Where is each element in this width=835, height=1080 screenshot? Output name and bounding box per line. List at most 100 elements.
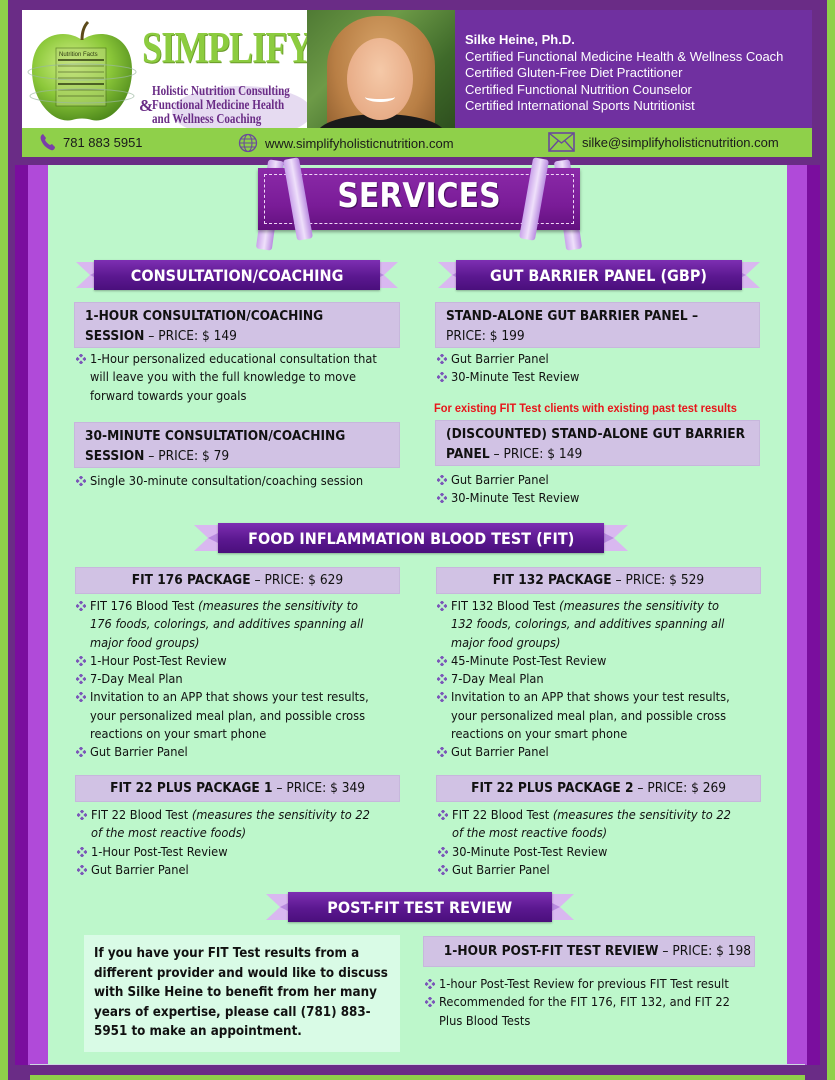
envelope-icon: [548, 132, 575, 152]
package-name: 30-MINUTE CONSULTATION/COACHING: [85, 429, 346, 444]
portrait-shoulders: [317, 114, 445, 128]
bio-credential: Certified International Sports Nutrition…: [465, 98, 695, 113]
diamond-bullet-icon: [438, 864, 448, 875]
brand-name: SIMPLIFY: [142, 23, 307, 72]
list-item: Gut Barrier Panel: [438, 861, 752, 879]
package-name: PANEL: [446, 447, 490, 462]
package-name: FIT 176 PACKAGE: [131, 573, 251, 588]
bio-credential: Certified Functional Medicine Health & W…: [465, 48, 784, 64]
list-item: Single 30-minute consultation/coaching s…: [76, 472, 384, 490]
list-item: Gut Barrier Panel: [437, 743, 751, 761]
list-item: FIT 22 Blood Test (measures the sensitiv…: [438, 806, 752, 824]
diamond-bullet-icon: [76, 655, 86, 666]
diamond-bullet-icon: [437, 493, 447, 504]
services-dashed-border: [264, 174, 574, 224]
package-name: STAND-ALONE GUT BARRIER PANEL –: [446, 309, 699, 324]
bullet-list: FIT 132 Blood Test (measures the sensiti…: [437, 597, 751, 762]
price-box-fit-22-plus-2: FIT 22 PLUS PACKAGE 2 – PRICE: $ 269: [436, 775, 761, 802]
diamond-bullet-icon: [437, 655, 447, 666]
list-item-continuation: forward towards your goals: [90, 388, 247, 403]
list-item-continuation: will leave you with the full knowledge t…: [90, 370, 357, 385]
list-item: 1-Hour Post-Test Review: [76, 652, 390, 670]
section-title: GUT BARRIER PANEL (GBP): [490, 265, 708, 285]
package-name: FIT 132 PACKAGE: [492, 573, 612, 588]
list-item: 7-Day Meal Plan: [437, 670, 751, 688]
list-item: Invitation to an APP that shows your tes…: [437, 688, 751, 706]
list-item: FIT 132 Blood Test (measures the sensiti…: [437, 597, 751, 615]
section-title: FOOD INFLAMMATION BLOOD TEST (FIT): [247, 528, 575, 548]
diamond-bullet-icon: [438, 810, 448, 820]
phone-icon: [40, 134, 55, 151]
list-item: Recommended for the FIT 176, FIT 132, an…: [425, 993, 752, 1011]
section-ribbon-bar: FOOD INFLAMMATION BLOOD TEST (FIT): [218, 523, 604, 553]
portrait-smile: [365, 92, 395, 102]
price-box-fit-176: FIT 176 PACKAGE – PRICE: $ 629: [75, 567, 400, 594]
list-item-continuation: your personalized meal plan, and possibl…: [90, 708, 366, 723]
package-name: FIT 22 PLUS PACKAGE 1: [110, 781, 273, 796]
package-name: SESSION: [85, 449, 145, 464]
price-box-30min-consultation: 30-MINUTE CONSULTATION/COACHING SESSION …: [74, 422, 400, 468]
list-item: FIT 22 Blood Test (measures the sensitiv…: [77, 806, 391, 824]
bottom-band: [30, 1064, 805, 1075]
page-title: SERVICES: [337, 176, 501, 216]
section-title: CONSULTATION/COACHING: [130, 265, 344, 285]
package-price: – PRICE: $ 149: [148, 329, 237, 344]
package-price: – PRICE: $ 149: [493, 447, 583, 462]
bullet-list: 1-hour Post-Test Review for previous FIT…: [425, 975, 752, 1030]
bullet-list: FIT 176 Blood Test (measures the sensiti…: [76, 597, 390, 762]
email-link[interactable]: silke@simplifyholisticnutrition.com: [582, 134, 779, 150]
price-box-post-fit-review: 1-HOUR POST-FIT TEST REVIEW – PRICE: $ 1…: [423, 936, 755, 967]
list-item: 30-Minute Test Review: [437, 368, 589, 386]
package-price: – PRICE: $ 269: [637, 781, 726, 796]
svg-text:Nutrition Facts: Nutrition Facts: [59, 52, 98, 58]
brand-logo: Nutrition Facts SIMPLIFY & Holistic Nutr…: [22, 10, 307, 128]
bullet-list: Single 30-minute consultation/coaching s…: [76, 472, 384, 490]
package-price: – PRICE: $ 198: [662, 944, 752, 959]
bullet-list: FIT 22 Blood Test (measures the sensitiv…: [438, 806, 752, 879]
website-link[interactable]: www.simplifyholisticnutrition.com: [265, 135, 454, 151]
bullet-list: 1-Hour personalized educational consulta…: [76, 350, 398, 405]
post-fit-callout: If you have your FIT Test results from a…: [84, 935, 400, 1052]
diamond-bullet-icon: [437, 354, 447, 364]
price-box-fit-132: FIT 132 PACKAGE – PRICE: $ 529: [436, 567, 761, 594]
list-item-continuation: major food groups): [451, 635, 561, 650]
contact-email[interactable]: silke@simplifyholisticnutrition.com: [548, 132, 779, 152]
list-item: 45-Minute Post-Test Review: [437, 652, 751, 670]
section-header-consultation: CONSULTATION/COACHING: [76, 260, 398, 290]
diamond-bullet-icon: [438, 846, 448, 857]
diamond-bullet-icon: [76, 674, 86, 685]
package-name: SESSION: [85, 329, 145, 344]
bullet-list: FIT 22 Blood Test (measures the sensitiv…: [77, 806, 391, 879]
package-price: – PRICE: $ 529: [615, 573, 705, 588]
section-header-post-fit: POST-FIT TEST REVIEW: [266, 892, 574, 922]
list-item-continuation: your personalized meal plan, and possibl…: [451, 708, 727, 723]
list-item: Gut Barrier Panel: [77, 861, 391, 879]
left-stripe-dark: [15, 165, 28, 1065]
tagline-line: Functional Medicine Health: [152, 97, 285, 112]
bio-credential: Certified Functional Nutrition Counselor: [465, 81, 692, 97]
list-item-continuation: 132 foods, colorings, and additives span…: [451, 617, 725, 632]
diamond-bullet-icon: [437, 674, 447, 685]
portrait-photo: [307, 10, 455, 128]
list-item: 30-Minute Post-Test Review: [438, 843, 752, 861]
left-stripe-light: [28, 165, 48, 1065]
list-item-continuation: reactions on your smart phone: [451, 727, 628, 742]
list-item: Invitation to an APP that shows your tes…: [76, 688, 390, 706]
package-price: – PRICE: $ 79: [148, 449, 230, 464]
diamond-bullet-icon: [76, 354, 86, 364]
price-box-standalone-gbp: STAND-ALONE GUT BARRIER PANEL – PRICE: $…: [435, 302, 760, 348]
portrait-face: [347, 38, 413, 120]
globe-icon: [238, 133, 258, 153]
diamond-bullet-icon: [437, 747, 447, 758]
diamond-bullet-icon: [437, 601, 447, 611]
phone-number[interactable]: 781 883 5951: [63, 134, 143, 150]
contact-website[interactable]: www.simplifyholisticnutrition.com: [238, 133, 454, 153]
bullet-list: Gut Barrier Panel 30-Minute Test Review: [437, 350, 589, 387]
right-stripe-dark: [807, 165, 820, 1065]
list-item: 1-Hour personalized educational consulta…: [76, 350, 398, 368]
contact-phone[interactable]: 781 883 5951: [40, 133, 143, 151]
diamond-bullet-icon: [437, 692, 447, 703]
bio-panel: Silke Heine, Ph.D. Certified Functional …: [455, 10, 812, 128]
tagline-line: Holistic Nutrition Consulting: [152, 83, 290, 98]
right-stripe-light: [787, 165, 807, 1065]
